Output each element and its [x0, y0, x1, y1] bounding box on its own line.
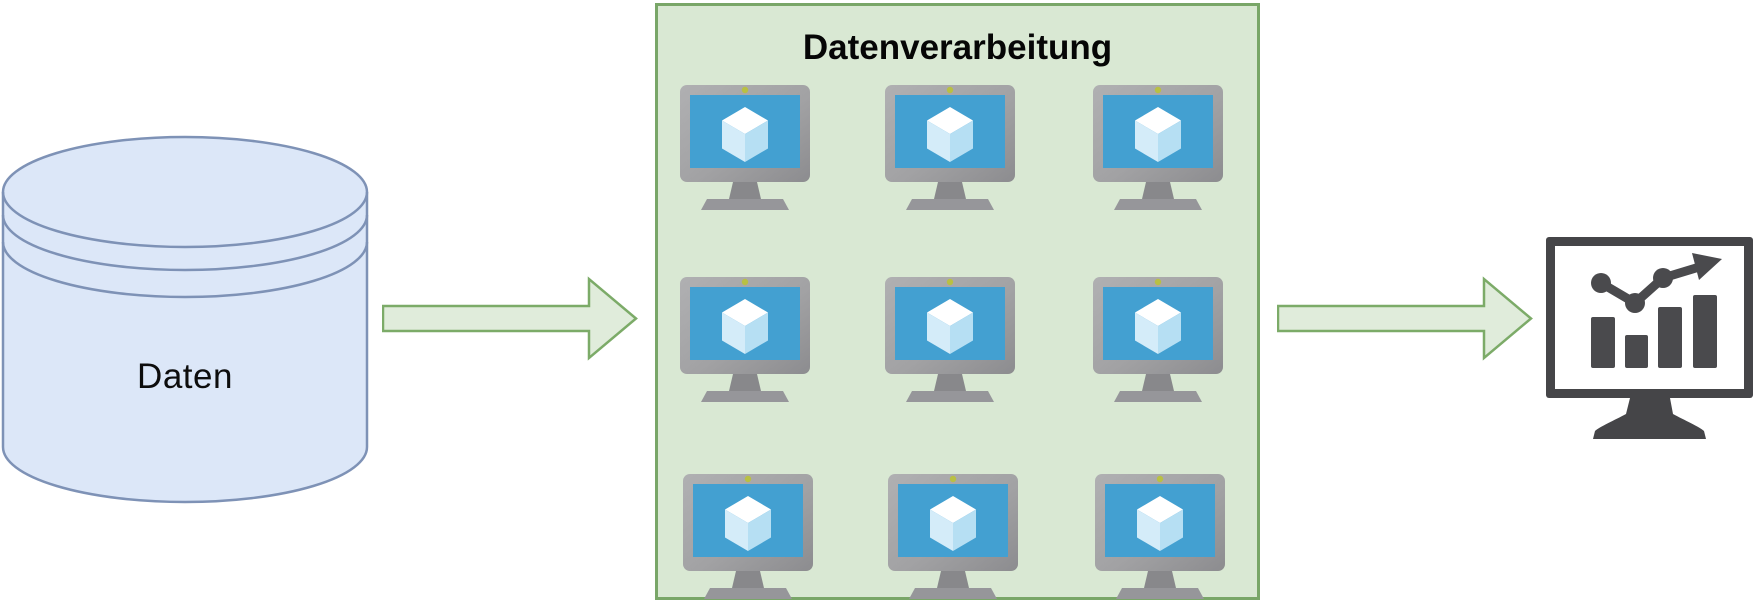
vm-icon — [683, 474, 813, 600]
vm-icon — [680, 277, 810, 403]
database-cylinder-icon — [1, 135, 369, 504]
vm-icon — [1093, 85, 1223, 211]
vm-icon — [888, 474, 1018, 600]
source-label: Daten — [137, 357, 233, 396]
vm-icon — [885, 277, 1015, 403]
flow-arrow-left-icon — [382, 276, 638, 361]
processing-box-title: Datenverarbeitung — [802, 28, 1113, 67]
vm-icon — [1093, 277, 1223, 403]
vm-icon — [885, 85, 1015, 211]
analytics-monitor-icon — [1546, 237, 1753, 439]
vm-icon — [680, 85, 810, 211]
vm-icon — [1095, 474, 1225, 600]
flow-arrow-right-icon — [1277, 276, 1533, 361]
